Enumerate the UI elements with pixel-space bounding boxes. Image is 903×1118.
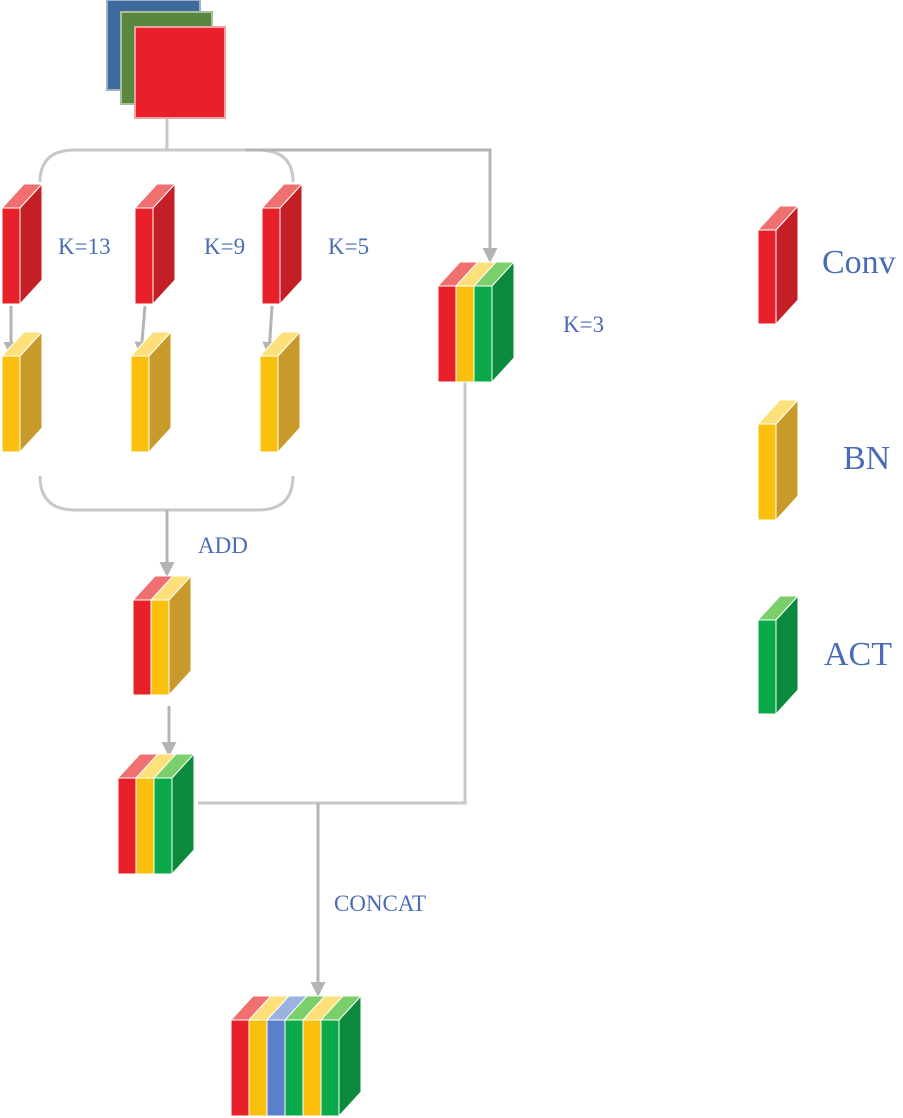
concat-label: CONCAT — [334, 891, 426, 916]
legend-bn-label: BN — [843, 440, 890, 477]
branch-k3-arrow — [245, 148, 498, 263]
layer-front-conv — [261, 207, 281, 305]
add-result-block — [131, 574, 193, 697]
legend-act-block — [756, 594, 800, 716]
bn-block-k9 — [129, 330, 173, 454]
layer-front-conv — [134, 207, 154, 305]
layer-front-bn — [455, 285, 475, 383]
kernel-label-5: K=5 — [328, 234, 369, 259]
layer-front-bn — [259, 355, 279, 453]
top-brace — [38, 148, 295, 183]
bn-block-k13 — [0, 330, 44, 454]
input-feature-map — [106, 0, 226, 119]
k3-return-line — [198, 382, 467, 805]
kernel-label-9: K=9 — [204, 234, 245, 259]
bottom-brace — [38, 475, 295, 512]
layer-front-bn — [248, 1019, 268, 1117]
layer-front-conv — [437, 285, 457, 383]
layer-front-conv — [117, 777, 137, 875]
layer-front-conv — [230, 1019, 250, 1117]
layer-front-blue — [266, 1019, 286, 1117]
layer-front-bn — [1, 355, 21, 453]
connectors — [3, 118, 498, 997]
layer-front-bn — [135, 777, 155, 875]
conv-bn-act-block-k3 — [436, 260, 516, 384]
layer-front-conv — [1, 207, 21, 305]
concat-output-block — [229, 994, 363, 1118]
bn-block-k5 — [258, 330, 302, 454]
conv-block-k5 — [260, 182, 304, 306]
conv-block-k13 — [0, 182, 44, 306]
layer-front-bn — [302, 1019, 322, 1117]
legend-conv-block — [756, 204, 800, 326]
layer-front-act — [473, 285, 493, 383]
activated-block — [116, 752, 196, 876]
legend-bn-block — [756, 398, 800, 522]
layer-front-act — [320, 1019, 340, 1117]
layer-front-conv — [132, 599, 152, 696]
kernel-label-13: K=13 — [58, 234, 111, 259]
conv-block-k9 — [133, 182, 177, 306]
kernel-label-3: K=3 — [563, 312, 604, 337]
layer-front-act — [153, 777, 173, 875]
layer-front-act — [757, 619, 777, 715]
layer-front-bn — [757, 423, 777, 521]
layer-front-bn — [130, 355, 150, 453]
layer-front-bn — [150, 599, 170, 696]
input-channel-red — [134, 26, 226, 119]
layer-front-conv — [757, 229, 777, 325]
add-label: ADD — [198, 533, 248, 558]
legend-act-label: ACT — [824, 636, 892, 673]
layer-front-act — [284, 1019, 304, 1117]
legend-conv-label: Conv — [822, 244, 896, 281]
